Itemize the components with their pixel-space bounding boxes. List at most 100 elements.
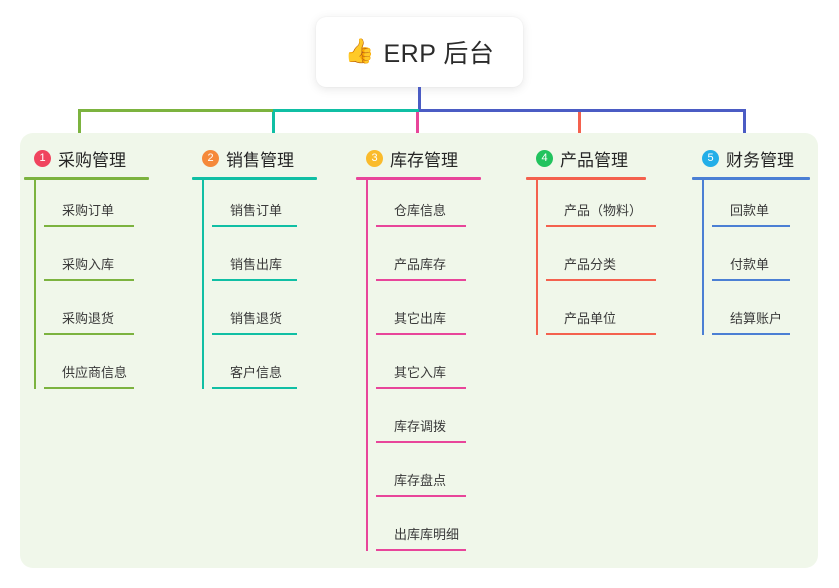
branch-header-underline: [24, 177, 149, 180]
branch-leaf-underline: [546, 333, 656, 335]
branch-leaf-item[interactable]: 结算账户: [702, 288, 839, 342]
branch-leaf-underline: [376, 333, 466, 335]
branch-leaf-underline: [44, 387, 134, 389]
connector-drop-1: [78, 112, 81, 138]
branch-leaf-label: 仓库信息: [394, 203, 447, 218]
branch-leaf-label: 采购退货: [62, 311, 115, 326]
branch-leaf-item[interactable]: 销售订单: [202, 180, 352, 234]
root-node-title: ERP 后台: [383, 40, 495, 68]
branch-title: 产品管理: [560, 150, 628, 170]
branch-items: 仓库信息产品库存其它出库其它入库库存调拨库存盘点出库库明细: [356, 180, 521, 558]
root-node[interactable]: 👍 ERP 后台: [316, 17, 523, 87]
branch-leaf-label: 产品库存: [394, 257, 447, 272]
branch-title: 销售管理: [226, 150, 294, 170]
branch-leaf-item[interactable]: 仓库信息: [366, 180, 521, 234]
branch-header-2[interactable]: 2 销售管理: [192, 145, 352, 171]
branch-leaf-item[interactable]: 产品库存: [366, 234, 521, 288]
branch-leaf-underline: [212, 279, 297, 281]
connector-drop-2: [272, 112, 275, 138]
branch-number-badge: 3: [366, 149, 383, 167]
branch-leaf-item[interactable]: 库存盘点: [366, 450, 521, 504]
branch-leaf-label: 结算账户: [730, 311, 783, 326]
branch-leaf-underline: [712, 225, 790, 227]
branch-leaf-label: 销售退货: [230, 311, 283, 326]
branch-title: 采购管理: [58, 150, 126, 170]
branch-leaf-label: 付款单: [730, 257, 770, 272]
root-stem-line: [418, 87, 421, 111]
branch-leaf-item[interactable]: 出库库明细: [366, 504, 521, 558]
branch-leaf-label: 采购订单: [62, 203, 115, 218]
connector-drop-4: [578, 112, 581, 138]
branch-header-underline: [692, 177, 810, 180]
branch-leaf-item[interactable]: 产品单位: [536, 288, 691, 342]
branch-leaf-underline: [712, 333, 790, 335]
branch-leaf-item[interactable]: 付款单: [702, 234, 839, 288]
branch-items: 产品（物料） 产品分类产品单位: [526, 180, 691, 342]
branch-leaf-underline: [376, 279, 466, 281]
branch-leaf-item[interactable]: 供应商信息: [34, 342, 184, 396]
branch-leaf-label: 库存盘点: [394, 473, 447, 488]
branch-leaf-item[interactable]: 回款单: [702, 180, 839, 234]
branch-leaf-label: 客户信息: [230, 365, 283, 380]
branch-leaf-underline: [712, 279, 790, 281]
branch-leaf-item[interactable]: 其它入库: [366, 342, 521, 396]
branch-leaf-label: 产品（物料）: [564, 203, 643, 218]
branch-leaf-item[interactable]: 销售出库: [202, 234, 352, 288]
branch-number-badge: 2: [202, 149, 219, 167]
branch-column-1: 1 采购管理采购订单采购入库采购退货供应商信息: [24, 145, 184, 396]
branch-leaf-item[interactable]: 采购入库: [34, 234, 184, 288]
branch-leaf-item[interactable]: 采购订单: [34, 180, 184, 234]
branch-title: 财务管理: [726, 150, 794, 170]
branch-leaf-label: 其它入库: [394, 365, 447, 380]
branch-leaf-underline: [376, 495, 466, 497]
branch-leaf-underline: [212, 225, 297, 227]
connector-bar-segment-1: [78, 109, 273, 112]
branch-leaf-underline: [44, 225, 134, 227]
branch-leaf-item[interactable]: 库存调拨: [366, 396, 521, 450]
branch-header-underline: [526, 177, 646, 180]
branch-leaf-label: 库存调拨: [394, 419, 447, 434]
branch-items: 采购订单采购入库采购退货供应商信息: [24, 180, 184, 396]
branch-leaf-underline: [212, 387, 297, 389]
branch-leaf-item[interactable]: 采购退货: [34, 288, 184, 342]
branch-leaf-label: 出库库明细: [394, 527, 460, 542]
branch-leaf-item[interactable]: 其它出库: [366, 288, 521, 342]
branch-spine: [202, 180, 204, 389]
branch-column-2: 2 销售管理销售订单销售出库销售退货客户信息: [192, 145, 352, 396]
branch-leaf-underline: [212, 333, 297, 335]
branch-leaf-underline: [376, 441, 466, 443]
branch-spine: [366, 180, 368, 551]
branch-leaf-underline: [44, 279, 134, 281]
branch-leaf-underline: [546, 279, 656, 281]
branch-leaf-label: 销售订单: [230, 203, 283, 218]
connector-drop-5: [743, 112, 746, 138]
branch-header-1[interactable]: 1 采购管理: [24, 145, 184, 171]
branch-leaf-item[interactable]: 产品分类: [536, 234, 691, 288]
branch-number-badge: 1: [34, 149, 51, 167]
branch-leaf-underline: [44, 333, 134, 335]
branch-items: 回款单付款单结算账户: [692, 180, 839, 342]
branch-leaf-underline: [376, 387, 466, 389]
branch-leaf-label: 产品单位: [564, 311, 617, 326]
branch-leaf-item[interactable]: 产品（物料）: [536, 180, 691, 234]
branch-leaf-item[interactable]: 客户信息: [202, 342, 352, 396]
branch-leaf-label: 供应商信息: [62, 365, 128, 380]
branch-leaf-label: 其它出库: [394, 311, 447, 326]
branch-spine: [34, 180, 36, 389]
branch-leaf-item[interactable]: 销售退货: [202, 288, 352, 342]
branch-items: 销售订单销售出库销售退货客户信息: [192, 180, 352, 396]
connector-bar-segment-3: [419, 109, 746, 112]
branch-header-underline: [356, 177, 481, 180]
branch-leaf-label: 回款单: [730, 203, 770, 218]
branch-leaf-underline: [546, 225, 656, 227]
branch-leaf-underline: [376, 549, 466, 551]
branch-leaf-label: 采购入库: [62, 257, 115, 272]
connector-bar-segment-2: [273, 109, 419, 112]
